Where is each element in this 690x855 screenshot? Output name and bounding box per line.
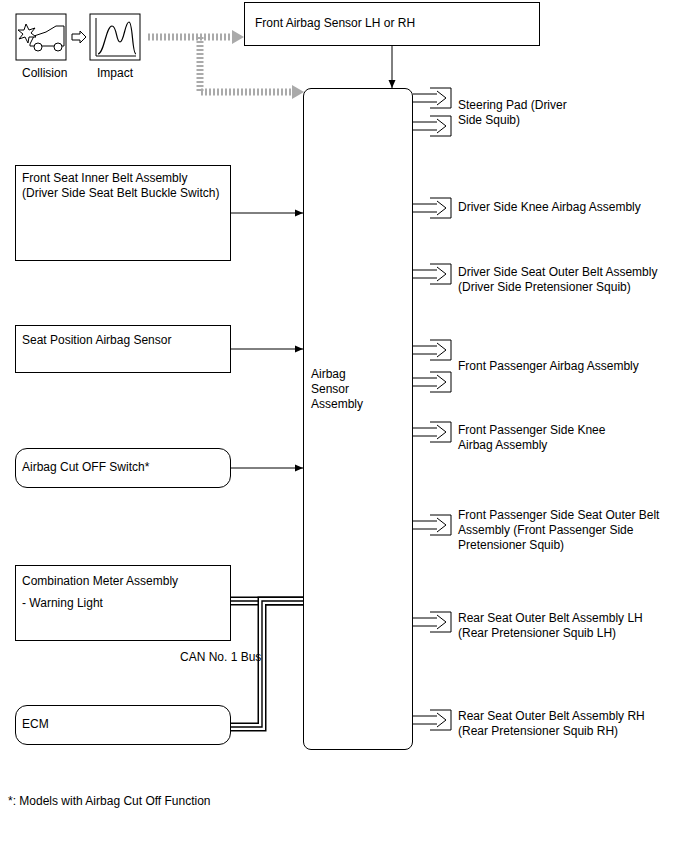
connector [413, 270, 425, 278]
squib-item: Rear Seat Outer Belt Assembly LH (Rear P… [425, 608, 687, 643]
squib-symbol [425, 340, 455, 394]
node-text: Driver Side Seat Outer Belt Assembly (Dr… [458, 265, 683, 295]
footnote: *: Models with Airbag Cut Off Function [8, 794, 211, 809]
node-text: Steering Pad (Driver Side Squib) [458, 98, 568, 128]
squib-item: Driver Side Seat Outer Belt Assembly (Dr… [425, 262, 687, 297]
squib-symbol [425, 608, 455, 642]
bus-label: CAN No. 1 Bus [180, 650, 261, 665]
node-text: Driver Side Knee Airbag Assembly [458, 200, 683, 215]
node-text: Rear Seat Outer Belt Assembly LH (Rear P… [458, 611, 658, 641]
icon-caption: Impact [97, 66, 133, 81]
impact-graph-icon [90, 14, 140, 60]
squib-symbol [425, 262, 455, 296]
connector [413, 94, 425, 102]
connector [413, 346, 425, 354]
node-text: Front Seat Inner Belt Assembly (Driver S… [22, 171, 222, 201]
node-text: Airbag Sensor Assembly [311, 367, 381, 412]
node-text: Seat Position Airbag Sensor [22, 333, 222, 348]
sensor-box: Front Airbag Sensor LH or RH [244, 2, 540, 46]
connector [231, 210, 303, 217]
node-text: Combination Meter Assembly [22, 574, 222, 589]
connector [413, 521, 425, 529]
node-text: Front Passenger Side Knee Airbag Assembl… [458, 423, 623, 453]
airbag-sensor-assembly: Airbag Sensor Assembly [303, 88, 413, 750]
node-text: Front Passenger Airbag Assembly [458, 359, 683, 374]
squib-item: Steering Pad (Driver Side Squib) [425, 86, 687, 138]
switch-box: Airbag Cut OFF Switch* [15, 448, 231, 488]
squib-symbol [425, 505, 455, 555]
flow-arrow [72, 31, 86, 43]
input-box: Seat Position Airbag Sensor [15, 325, 231, 373]
ecm-box: ECM [15, 705, 231, 745]
connector [413, 204, 425, 212]
squib-item: Front Passenger Side Seat Outer Belt Ass… [425, 505, 687, 555]
connector [231, 465, 303, 472]
squib-item: Driver Side Knee Airbag Assembly [425, 196, 687, 220]
node-text: Rear Seat Outer Belt Assembly RH (Rear P… [458, 709, 658, 739]
node-text: - Warning Light [22, 596, 222, 611]
connector [413, 618, 425, 626]
connector [413, 716, 425, 724]
squib-symbol [425, 196, 455, 220]
meter-box: Combination Meter Assembly - Warning Ligh… [15, 565, 231, 641]
icon-caption: Collision [22, 66, 67, 81]
connector [413, 378, 425, 386]
connector [389, 46, 396, 88]
node-text: ECM [22, 717, 222, 732]
collision-icon [16, 14, 66, 60]
squib-symbol [425, 86, 455, 138]
squib-symbol [425, 420, 455, 454]
connector [413, 428, 425, 436]
node-text: Front Airbag Sensor LH or RH [255, 16, 531, 31]
squib-item: Rear Seat Outer Belt Assembly RH (Rear P… [425, 706, 687, 741]
squib-symbol [425, 706, 455, 740]
squib-item: Front Passenger Airbag Assembly [425, 340, 687, 394]
connector [413, 122, 425, 130]
squib-item: Front Passenger Side Knee Airbag Assembl… [425, 420, 687, 455]
node-text: Front Passenger Side Seat Outer Belt Ass… [458, 508, 683, 553]
connector [231, 346, 303, 353]
node-text: Airbag Cut OFF Switch* [22, 460, 222, 475]
input-box: Front Seat Inner Belt Assembly (Driver S… [15, 165, 231, 261]
